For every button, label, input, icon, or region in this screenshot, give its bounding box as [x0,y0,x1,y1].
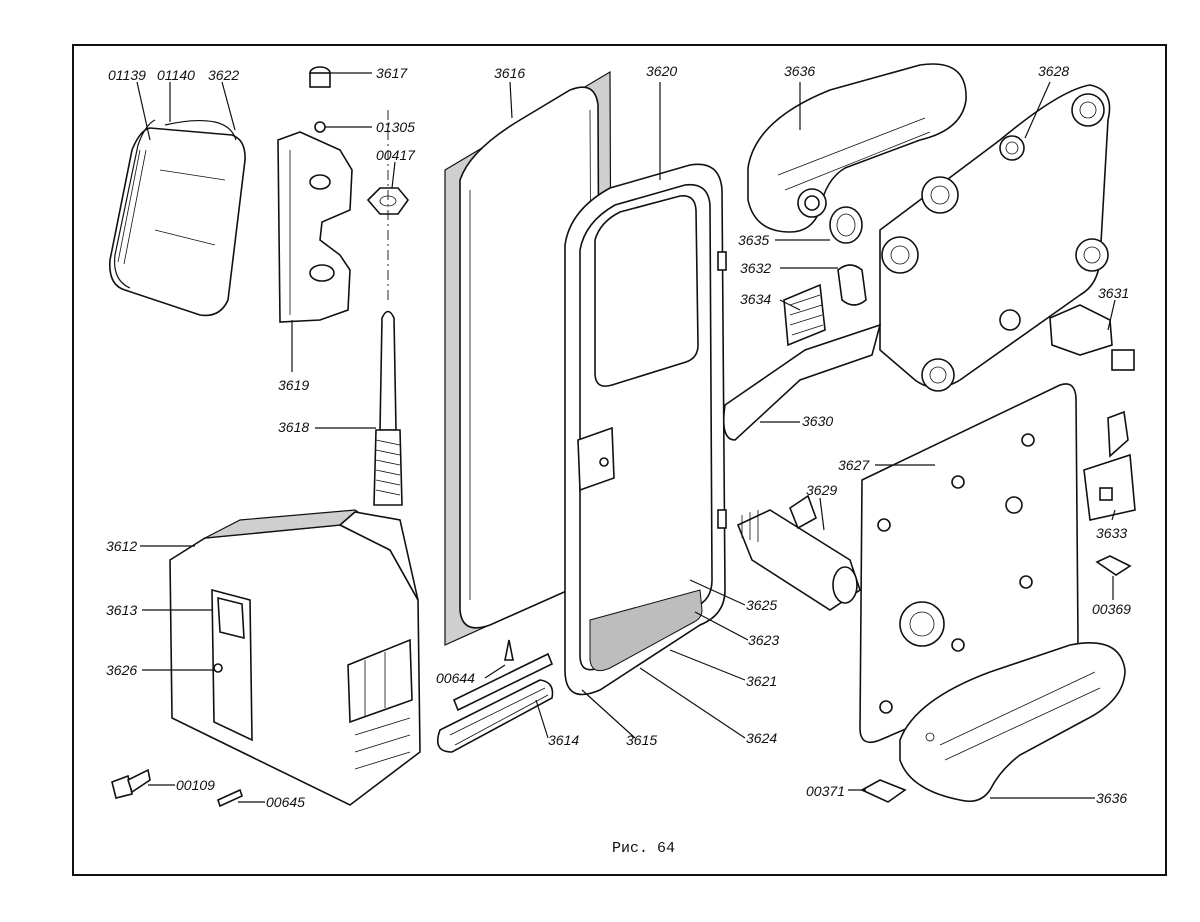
label-3636-bottom: 3636 [1096,790,1127,806]
label-3623: 3623 [748,632,779,648]
label-00371: 00371 [806,783,845,799]
label-3636-top: 3636 [784,63,815,79]
label-3618: 3618 [278,419,309,435]
label-00417: 00417 [376,147,416,163]
mounting-plate [859,383,1079,744]
label-3626: 3626 [106,662,137,678]
door-handle-top [747,63,967,233]
screws-and-seal [111,555,1132,808]
label-3625: 3625 [746,597,777,613]
label-3624: 3624 [746,730,777,746]
figure-caption: Рис. 64 [612,840,675,857]
label-3619: 3619 [278,377,309,393]
label-3620: 3620 [646,63,677,79]
label-3614: 3614 [548,732,579,748]
part-labels: 01139 01140 3622 3617 01305 00417 3619 3… [106,63,1131,810]
label-3627: 3627 [838,457,870,473]
housing-cover [169,509,421,806]
label-00645: 00645 [266,794,305,810]
label-3617: 3617 [376,65,408,81]
lock-small-parts [722,206,1136,521]
lock-body [879,84,1111,392]
diagram-border [72,44,1167,876]
label-3634: 3634 [740,291,771,307]
door-leaf [564,163,727,696]
label-01305: 01305 [376,119,415,135]
label-00644: 00644 [436,670,475,686]
window-glass-assembly [108,119,246,317]
lock-cylinder [736,494,861,611]
label-3633: 3633 [1096,525,1127,541]
label-3632: 3632 [740,260,771,276]
label-3630: 3630 [802,413,833,429]
label-3613: 3613 [106,602,137,618]
label-00369: 00369 [1092,601,1131,617]
label-3622: 3622 [208,67,239,83]
label-3612: 3612 [106,538,137,554]
label-3631: 3631 [1098,285,1129,301]
door-handle-bottom [899,641,1126,803]
label-00109: 00109 [176,777,215,793]
label-3628: 3628 [1038,63,1069,79]
label-3635: 3635 [738,232,769,248]
hinge-assembly [277,66,410,506]
label-3615: 3615 [626,732,657,748]
label-3629: 3629 [806,482,837,498]
leader-lines [136,72,1116,803]
label-3621: 3621 [746,673,777,689]
label-01140: 01140 [157,67,195,83]
label-01139: 01139 [108,67,146,83]
label-3616: 3616 [494,65,525,81]
